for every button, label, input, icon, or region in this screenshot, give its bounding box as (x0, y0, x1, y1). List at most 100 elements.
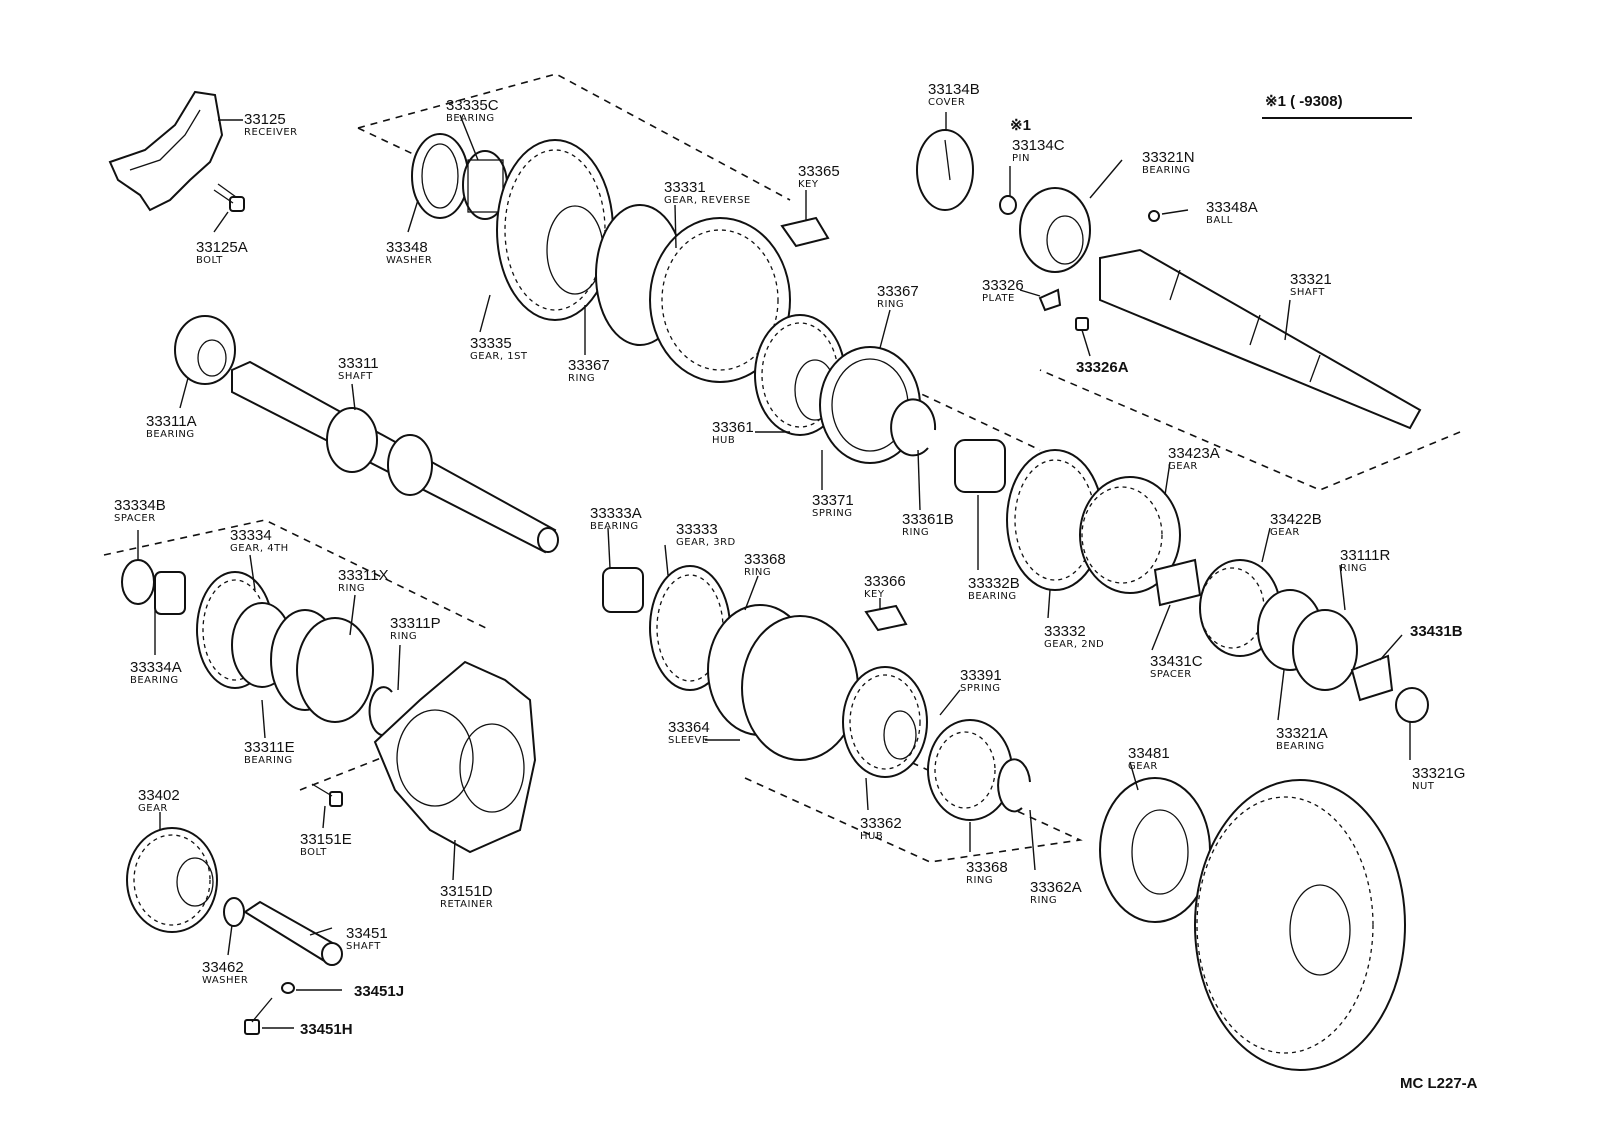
label-33134C: 33134C PIN (1012, 137, 1065, 164)
svg-text:BEARING: BEARING (1276, 741, 1325, 752)
label-33462: 33462 WASHER (202, 959, 248, 986)
label-33326: 33326 PLATE (982, 277, 1024, 304)
label-33321A: 33321A BEARING (1276, 725, 1328, 752)
svg-text:33431B: 33431B (1410, 623, 1463, 640)
svg-text:33321G: 33321G (1412, 765, 1465, 782)
label-33367-lower: 33367 RING (568, 357, 610, 384)
bearing-33334A (154, 571, 186, 615)
label-33321: 33321 SHAFT (1290, 271, 1332, 298)
svg-text:RECEIVER: RECEIVER (244, 127, 298, 138)
svg-text:SHAFT: SHAFT (1290, 287, 1325, 298)
svg-text:RING: RING (568, 373, 595, 384)
key-33365 (780, 216, 830, 248)
svg-text:33151E: 33151E (300, 831, 352, 848)
label-33334A: 33334A BEARING (130, 659, 182, 686)
svg-text:COVER: COVER (928, 97, 965, 108)
svg-text:GEAR, 4TH: GEAR, 4TH (230, 543, 289, 554)
svg-text:33151D: 33151D (440, 883, 493, 900)
svg-text:33431C: 33431C (1150, 653, 1203, 670)
svg-text:33451: 33451 (346, 925, 388, 942)
svg-text:RING: RING (1340, 563, 1367, 574)
spacer-33334B (121, 559, 155, 605)
svg-text:GEAR: GEAR (1168, 461, 1198, 472)
label-33365: 33365 KEY (798, 163, 840, 190)
svg-text:33332: 33332 (1044, 623, 1086, 640)
bolt-33125A (213, 183, 245, 212)
svg-text:HUB: HUB (860, 831, 883, 842)
svg-text:SPACER: SPACER (1150, 669, 1192, 680)
svg-text:33134C: 33134C (1012, 137, 1065, 154)
svg-text:GEAR, 3RD: GEAR, 3RD (676, 537, 736, 548)
svg-text:33134B: 33134B (928, 81, 980, 98)
svg-text:33321N: 33321N (1142, 149, 1195, 166)
svg-text:GEAR, 1ST: GEAR, 1ST (470, 351, 528, 362)
label-33348A: 33348A BALL (1206, 199, 1258, 226)
svg-text:33481: 33481 (1128, 745, 1170, 762)
diagram-code: MC L227-A (1400, 1075, 1478, 1092)
label-33334: 33334 GEAR, 4TH (230, 527, 289, 554)
spacer-33431C (1153, 558, 1202, 607)
bearing-33333A (602, 567, 644, 613)
svg-text:PIN: PIN (1012, 153, 1030, 164)
bolt-33151E (311, 783, 343, 807)
svg-text:SHAFT: SHAFT (338, 371, 373, 382)
svg-text:SPRING: SPRING (960, 683, 1001, 694)
svg-text:33366: 33366 (864, 573, 906, 590)
label-33371: 33371 SPRING (812, 492, 854, 519)
bearing-33332B (954, 439, 1006, 493)
label-33331: 33331 GEAR, REVERSE (664, 179, 750, 206)
label-33348: 33348 WASHER (386, 239, 432, 266)
gear-1st-33335 (496, 139, 614, 321)
cover-33134B (916, 129, 974, 211)
final-gear-33481 (1099, 777, 1406, 1071)
svg-text:33362: 33362 (860, 815, 902, 832)
svg-text:33333A: 33333A (590, 505, 642, 522)
svg-text:RING: RING (1030, 895, 1057, 906)
svg-text:33331: 33331 (664, 179, 706, 196)
label-33333: 33333 GEAR, 3RD (676, 521, 736, 548)
svg-text:33326: 33326 (982, 277, 1024, 294)
svg-text:33311P: 33311P (390, 615, 441, 632)
bolt-33451H (244, 997, 273, 1035)
svg-text:WASHER: WASHER (202, 975, 248, 986)
label-33368-lower: 33368 RING (966, 859, 1008, 886)
svg-text:33334: 33334 (230, 527, 272, 544)
svg-text:33333: 33333 (676, 521, 718, 538)
svg-text:33321A: 33321A (1276, 725, 1328, 742)
svg-text:33368: 33368 (966, 859, 1008, 876)
synchro-ring-33368 (927, 719, 1013, 821)
label-33368-upper: 33368 RING (744, 551, 786, 578)
svg-text:33335: 33335 (470, 335, 512, 352)
label-33367-upper: 33367 RING (877, 283, 919, 310)
svg-text:33361: 33361 (712, 419, 754, 436)
svg-text:33367: 33367 (568, 357, 610, 374)
label-33332: 33332 GEAR, 2ND (1044, 623, 1104, 650)
bolt-33326A (1075, 317, 1089, 331)
label-33321N: 33321N BEARING (1142, 149, 1195, 176)
svg-text:BEARING: BEARING (446, 113, 495, 124)
svg-text:SLEEVE: SLEEVE (668, 735, 709, 746)
svg-text:BEARING: BEARING (968, 591, 1017, 602)
spacer-33431B (1350, 654, 1394, 702)
shaft-33451 (243, 900, 343, 966)
label-33151E: 33151E BOLT (300, 831, 352, 858)
label-33451H: 33451H (300, 1021, 353, 1038)
svg-text:33326A: 33326A (1076, 359, 1129, 376)
label-33362A: 33362A RING (1030, 879, 1082, 906)
svg-text:33368: 33368 (744, 551, 786, 568)
label-33311P: 33311P RING (390, 615, 441, 642)
svg-text:33334B: 33334B (114, 497, 166, 514)
svg-text:GEAR: GEAR (1270, 527, 1300, 538)
note-text: ※1 ( -9308) (1265, 93, 1343, 110)
snap-ring-33362A (997, 758, 1031, 813)
svg-text:RING: RING (902, 527, 929, 538)
label-33334B: 33334B SPACER (114, 497, 166, 524)
svg-text:33311A: 33311A (146, 413, 197, 430)
label-33451J: 33451J (354, 983, 404, 1000)
label-33311: 33311 SHAFT (338, 355, 379, 382)
label-33311E: 33311E BEARING (244, 739, 295, 766)
svg-text:RING: RING (744, 567, 771, 578)
receiver-33125 (108, 90, 224, 212)
svg-text:33332B: 33332B (968, 575, 1020, 592)
svg-text:SPACER: SPACER (114, 513, 156, 524)
